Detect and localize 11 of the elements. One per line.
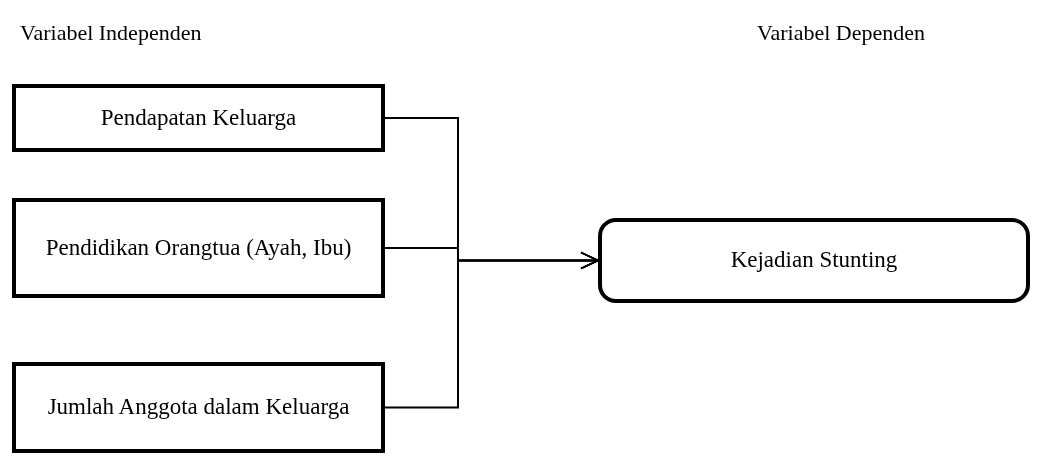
outcome-box [598,218,1030,303]
node-text: Jumlah Anggota dalam Keluarga [47,393,350,422]
variable-box [12,198,385,298]
node-text: Pendapatan Keluarga [100,103,297,132]
node-text: Pendidikan Orangtua (Ayah, Ibu) [45,233,352,262]
connector-arrow [384,251,599,409]
variable-box [12,84,385,152]
column-heading: Variabel Independen [20,20,202,46]
column-heading: Variabel Dependen [757,20,925,46]
variable-box [12,362,385,453]
node-text: Kejadian Stunting [730,246,898,275]
